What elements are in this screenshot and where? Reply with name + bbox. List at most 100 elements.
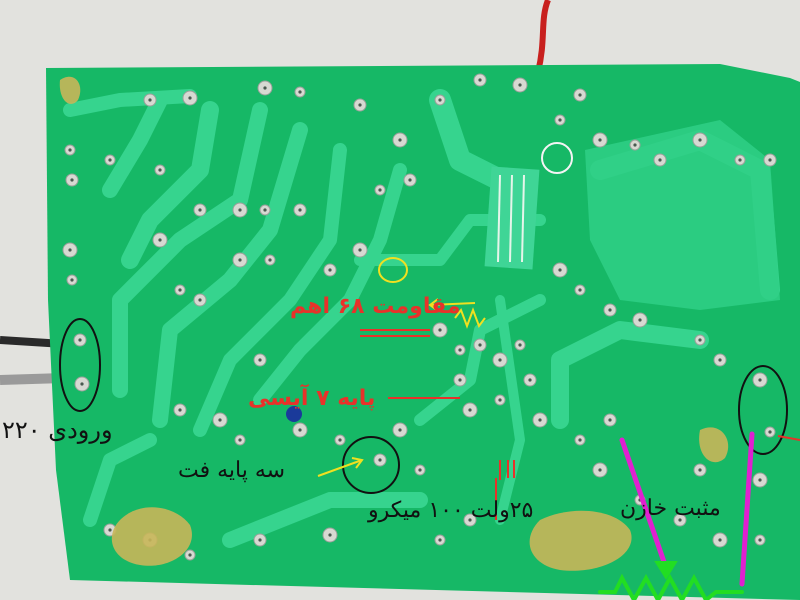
pad-hole <box>258 358 262 362</box>
input-terminals-ellipse <box>59 318 101 412</box>
pad-hole <box>238 258 242 262</box>
pad-hole <box>108 528 112 532</box>
pad-hole <box>738 158 742 162</box>
pad-hole <box>678 518 682 522</box>
yellow-annotations <box>317 257 486 477</box>
pad-hole <box>478 78 482 82</box>
pad-hole <box>188 96 192 100</box>
pad-hole <box>498 358 502 362</box>
pad-hole <box>638 318 642 322</box>
glue-blobs <box>59 76 729 571</box>
pad-hole <box>698 468 702 472</box>
pad-hole <box>148 98 152 102</box>
pad-hole <box>358 248 362 252</box>
pad-hole <box>633 143 637 147</box>
pad-hole <box>298 208 302 212</box>
red-annotations <box>360 329 800 520</box>
resistor-zigzag-yellow <box>454 307 486 329</box>
pad-hole <box>378 188 382 192</box>
pad-hole <box>758 378 762 382</box>
pad-hole <box>218 418 222 422</box>
resistor-symbol-red <box>360 329 430 337</box>
pad-hole <box>478 343 482 347</box>
yellow-circle-marker <box>378 257 408 283</box>
magenta-lead-right <box>739 431 755 587</box>
pad-hole <box>298 90 302 94</box>
pad-hole <box>158 168 162 172</box>
pad-hole <box>328 533 332 537</box>
pad-hole <box>578 288 582 292</box>
label-ic-pin-7: پایه ۷ آیسی <box>248 386 376 411</box>
pad-hole <box>188 553 192 557</box>
pad-hole <box>70 178 74 182</box>
red-wire <box>535 0 551 73</box>
pad-hole <box>68 248 72 252</box>
pad-hole <box>398 428 402 432</box>
pad-hole <box>70 278 74 282</box>
pad-hole <box>418 468 422 472</box>
label-resistor-68-ohm: مقاومت ۶۸ اهم <box>290 294 461 319</box>
output-terminals-ellipse <box>738 365 788 455</box>
pad-hole <box>518 343 522 347</box>
black-annotations <box>59 318 788 494</box>
pad-hole <box>258 538 262 542</box>
pad-hole <box>598 468 602 472</box>
pad-hole <box>558 268 562 272</box>
pad-hole <box>398 138 402 142</box>
pad-hole <box>298 428 302 432</box>
copper-traces <box>63 89 780 548</box>
magenta-lead-left <box>619 437 667 565</box>
pad-hole <box>408 178 412 182</box>
solder-pads <box>62 73 777 561</box>
label-input-220: ورودی ۲۲۰ <box>2 416 113 444</box>
white-circle-marker <box>541 142 573 174</box>
pad-hole <box>438 328 442 332</box>
pad-hole <box>458 348 462 352</box>
pad-hole <box>268 258 272 262</box>
resistor-arrow <box>429 302 476 306</box>
label-fet-three-pins: سه پایه فت <box>178 458 286 483</box>
pad-hole <box>328 268 332 272</box>
pad-hole <box>608 308 612 312</box>
pad-hole <box>608 418 612 422</box>
pot-wiper-arrow <box>654 561 678 580</box>
pad-hole <box>758 478 762 482</box>
pad-hole <box>198 208 202 212</box>
pad-hole <box>263 86 267 90</box>
pad-hole <box>438 538 442 542</box>
pad-hole <box>158 238 162 242</box>
resistor-arrowhead <box>428 298 439 312</box>
pad-hole <box>358 103 362 107</box>
pad-hole <box>578 438 582 442</box>
potentiometer-drawing <box>598 431 755 600</box>
silkscreen-lines <box>497 174 525 263</box>
pad-hole <box>698 138 702 142</box>
output-wire-red <box>777 435 800 441</box>
pad-hole <box>538 418 542 422</box>
pad-hole <box>198 298 202 302</box>
pad-hole <box>718 358 722 362</box>
pad-hole <box>80 382 84 386</box>
pot-zigzag <box>598 573 744 600</box>
pad-hole <box>718 538 722 542</box>
label-capacitor-positive: مثبت خازن <box>620 496 721 521</box>
pad-hole <box>698 338 702 342</box>
copper-pour <box>585 120 780 310</box>
pad-hole <box>263 208 267 212</box>
pad-hole <box>768 430 772 434</box>
pad-hole <box>78 338 82 342</box>
label-capacitor-spec: ۲۵ولت ۱۰۰ میکرو <box>368 498 534 523</box>
pad-hole <box>498 398 502 402</box>
pad-hole <box>558 118 562 122</box>
pad-hole <box>768 158 772 162</box>
pad-hole <box>338 438 342 442</box>
fet-pins-circle <box>342 436 400 494</box>
pad-hole <box>178 288 182 292</box>
pad-hole <box>378 458 382 462</box>
pad-hole <box>468 408 472 412</box>
pad-hole <box>518 83 522 87</box>
blue-hole <box>286 406 302 422</box>
pad-hole <box>238 438 242 442</box>
